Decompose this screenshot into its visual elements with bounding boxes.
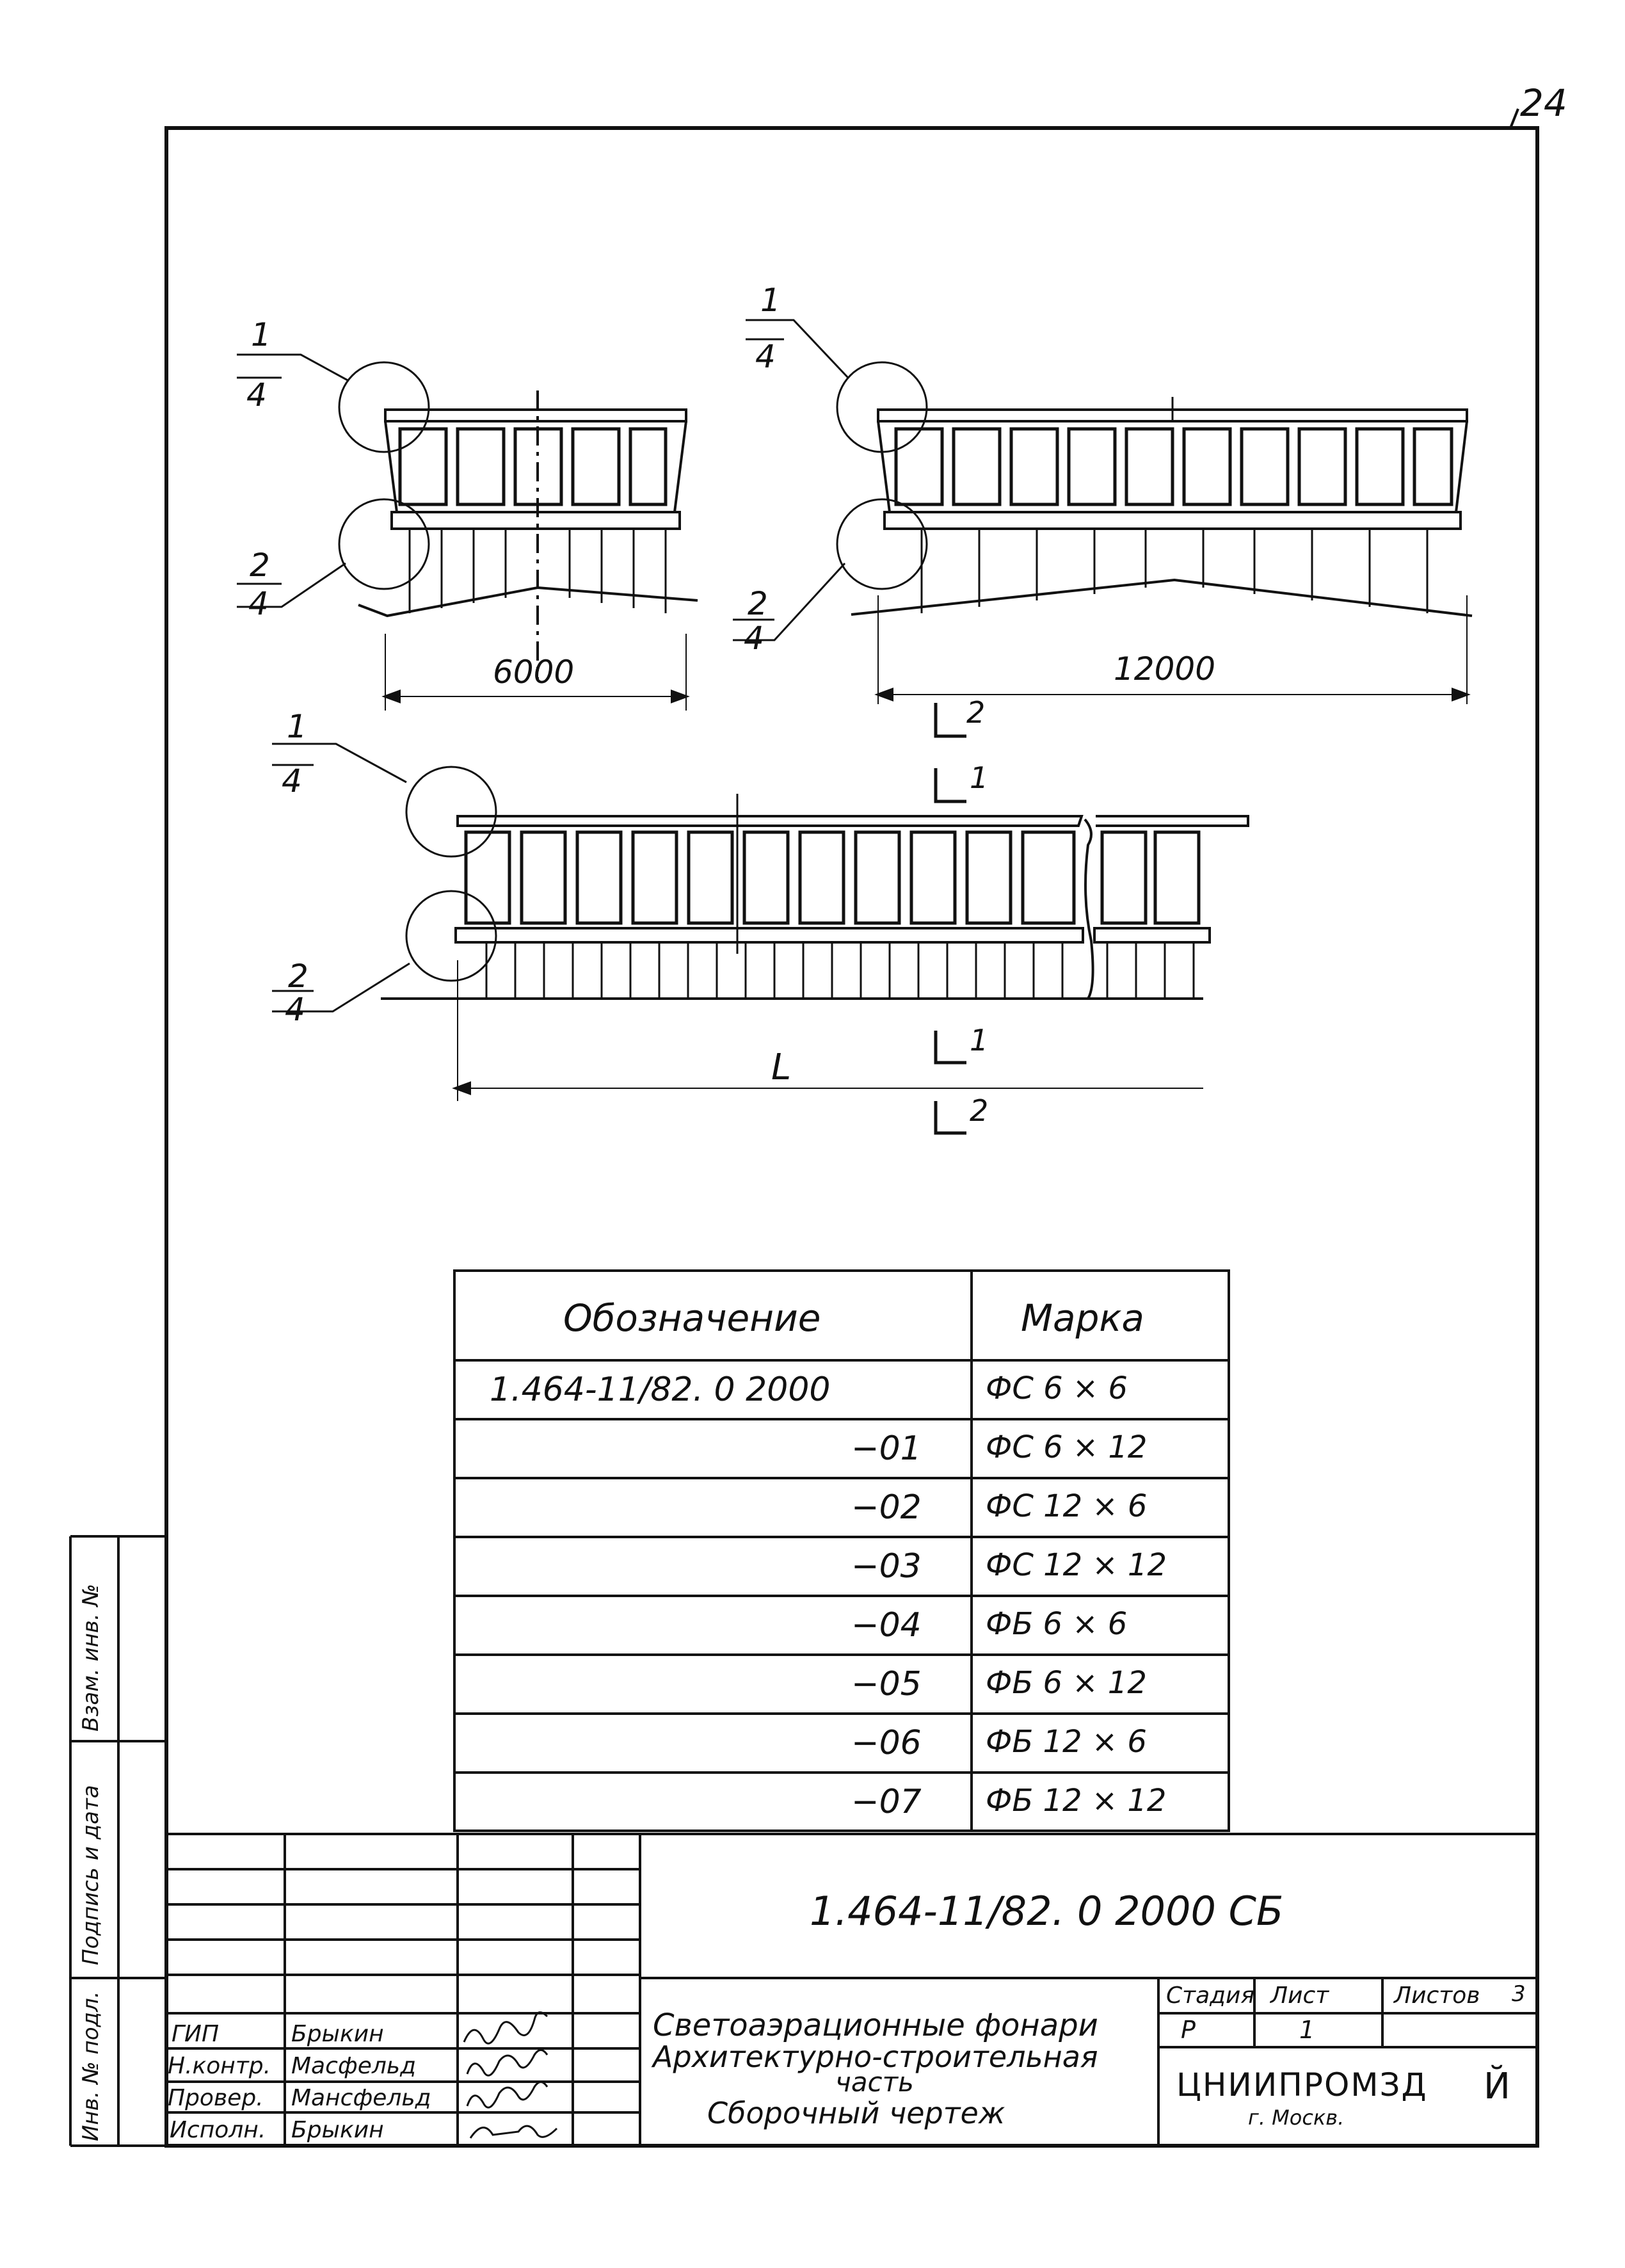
title-block-grid <box>166 1833 1537 2146</box>
table-row-mark: ФБ 6 × 6 <box>986 1606 1128 1642</box>
table-row-designation: −03 <box>851 1547 922 1586</box>
sheets-label: Листов <box>1394 1982 1480 2009</box>
callout-4-den: 4 <box>744 620 764 657</box>
stage-label: Стадия <box>1166 1982 1255 2009</box>
table-row-mark: ФС 6 × 6 <box>986 1371 1128 1406</box>
staff-role: Н.контр. <box>168 2053 271 2079</box>
title-line-3: часть <box>835 2066 914 2098</box>
title-line-4: Сборочный чертеж <box>707 2096 1005 2130</box>
section-mark-label: 1 <box>970 1023 989 1058</box>
organization-city: г. Москв. <box>1248 2105 1345 2130</box>
title-line-2: Архитектурно-строительная <box>653 2039 1098 2074</box>
sheet-frame <box>164 126 1539 2148</box>
side-label-signature-date: Подпись и дата <box>78 1785 104 1965</box>
section-mark-label: 1 <box>970 760 989 795</box>
table-row-mark: ФБ 6 × 12 <box>986 1665 1147 1701</box>
table-row-mark: ФБ 12 × 6 <box>986 1724 1147 1760</box>
page-number-rule <box>1509 108 1519 129</box>
document-code: 1.464-11/82. 0 2000 СБ <box>810 1888 1284 1934</box>
lantern-elevation-6000 <box>237 353 698 711</box>
margin-strip <box>69 1535 166 2147</box>
staff-name: Брыкин <box>291 2021 384 2047</box>
dimension-L: L <box>771 1047 792 1088</box>
table-header-mark: Марка <box>1021 1296 1144 1340</box>
table-row-mark: ФС 12 × 6 <box>986 1488 1148 1524</box>
callout-1-num: 1 <box>251 316 271 353</box>
lantern-elevation-L <box>272 743 1249 1101</box>
table-row-mark: ФС 12 × 12 <box>986 1547 1167 1583</box>
table-header-designation: Обозначение <box>563 1296 821 1340</box>
section-mark-label: 2 <box>970 1093 989 1128</box>
staff-name: Мансфельд <box>291 2085 431 2111</box>
callout-4-num: 2 <box>748 585 768 622</box>
page-number: 24 <box>1520 81 1567 125</box>
table-row-designation: −07 <box>851 1783 922 1821</box>
table-row-mark: ФБ 12 × 12 <box>986 1783 1167 1819</box>
spec-table-grid <box>453 1269 1230 1832</box>
table-row-designation: −05 <box>851 1665 922 1703</box>
table-row-mark: ФС 6 × 12 <box>986 1429 1148 1465</box>
staff-role: Провер. <box>168 2085 264 2111</box>
staff-role: Исполн. <box>170 2117 266 2143</box>
callout-1-den: 4 <box>246 376 267 414</box>
callout-3-den: 4 <box>755 338 776 375</box>
table-row-designation: −02 <box>851 1488 922 1527</box>
side-label-replacement-inv: Взам. инв. № <box>78 1584 104 1732</box>
sheet-value: 1 <box>1299 2016 1315 2044</box>
callout-5-num: 1 <box>287 708 307 745</box>
organization-name: ЦНИИПРОМЗД <box>1176 2066 1428 2103</box>
side-label-inv-no: Инв. № подл. <box>78 1991 104 2141</box>
callout-2-den: 4 <box>248 585 269 622</box>
staff-name: Масфельд <box>291 2053 416 2079</box>
staff-role: ГИП <box>172 2021 220 2047</box>
stage-value: Р <box>1181 2016 1196 2044</box>
dimension-12000: 12000 <box>1114 650 1216 688</box>
callout-6-num: 2 <box>288 958 308 995</box>
staff-name: Брыкин <box>291 2117 384 2143</box>
callout-6-den: 4 <box>285 991 305 1028</box>
section-marks <box>934 703 966 1135</box>
table-row-designation: −04 <box>851 1606 922 1645</box>
signatures <box>463 2011 558 2139</box>
table-row-designation: −01 <box>851 1429 922 1468</box>
title-line-1: Светоаэрационные фонари <box>653 2007 1098 2043</box>
table-row-designation: 1.464-11/82. 0 2000 <box>490 1371 831 1409</box>
table-row-designation: −06 <box>851 1724 922 1762</box>
callout-2-num: 2 <box>250 547 270 584</box>
callout-3-num: 1 <box>760 282 781 319</box>
callout-5-den: 4 <box>282 762 302 800</box>
sheet-label: Лист <box>1270 1982 1329 2009</box>
dimension-6000: 6000 <box>493 654 575 691</box>
section-mark-label: 2 <box>966 695 986 730</box>
lantern-elevation-12000 <box>733 319 1473 704</box>
sheets-value: 3 <box>1512 1981 1526 2007</box>
organization-mark: Й <box>1484 2066 1510 2107</box>
